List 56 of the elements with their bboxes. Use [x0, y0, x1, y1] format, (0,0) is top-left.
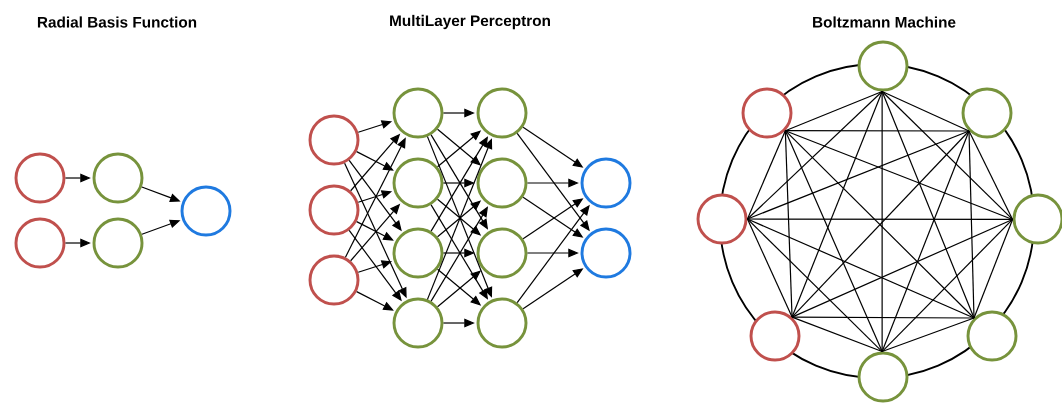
neuron-circle [749, 310, 801, 362]
connection-line [968, 130, 1014, 221]
connection-line [881, 90, 975, 319]
connection-line [881, 130, 970, 353]
neuron-circle [961, 87, 1013, 139]
connection-line [746, 130, 786, 220]
neuron-circle [392, 297, 444, 349]
neuron-circle [476, 297, 528, 349]
connection-line [746, 90, 883, 220]
neuron-circle [580, 157, 632, 209]
connection-line [968, 130, 975, 319]
connection-line [791, 316, 975, 319]
neuron-circle [92, 217, 144, 269]
connection-line [746, 130, 970, 220]
neuron-circle [1012, 193, 1062, 245]
neuron-circle [966, 310, 1018, 362]
connection-line [791, 218, 1014, 318]
neuron-circle [308, 184, 360, 236]
neuron-circle [392, 157, 444, 209]
connection-line [746, 218, 883, 353]
connection-line [784, 130, 883, 353]
neuron-circle [857, 351, 909, 403]
connection-line [356, 151, 394, 171]
connection-line [356, 221, 394, 241]
neuron-circle [476, 227, 528, 279]
neuron-circle [696, 193, 748, 245]
neuron-circle [14, 152, 66, 204]
neuron-circle [392, 87, 444, 139]
neuron-circle [476, 87, 528, 139]
neuron-circle [180, 185, 232, 237]
neuron-circle [476, 157, 528, 209]
panel-title: Radial Basis Function [37, 16, 197, 28]
neuron-circle [857, 40, 909, 92]
neuron-circle [741, 87, 793, 139]
neuron-circle [14, 217, 66, 269]
neuron-circle [308, 114, 360, 166]
neuron-circle [308, 254, 360, 306]
panel-title: Boltzmann Machine [813, 16, 956, 28]
connection-line [746, 218, 793, 318]
neuron-circle [580, 227, 632, 279]
connection-line [784, 130, 793, 318]
connection-line [746, 218, 1014, 221]
connection-line [881, 218, 1014, 353]
connection-line [746, 218, 975, 319]
neuron-circle [392, 227, 444, 279]
neuron-circle [92, 152, 144, 204]
connection-line [973, 218, 1014, 319]
connection-line [881, 317, 975, 353]
connection-line [791, 316, 883, 353]
connection-line [784, 90, 883, 132]
connection-line [881, 90, 970, 132]
connection-line [356, 291, 394, 311]
connection-line [784, 130, 970, 132]
connection-line [881, 90, 1014, 221]
connection-line [784, 130, 1014, 221]
panel-title: MultiLayer Perceptron [390, 14, 550, 30]
